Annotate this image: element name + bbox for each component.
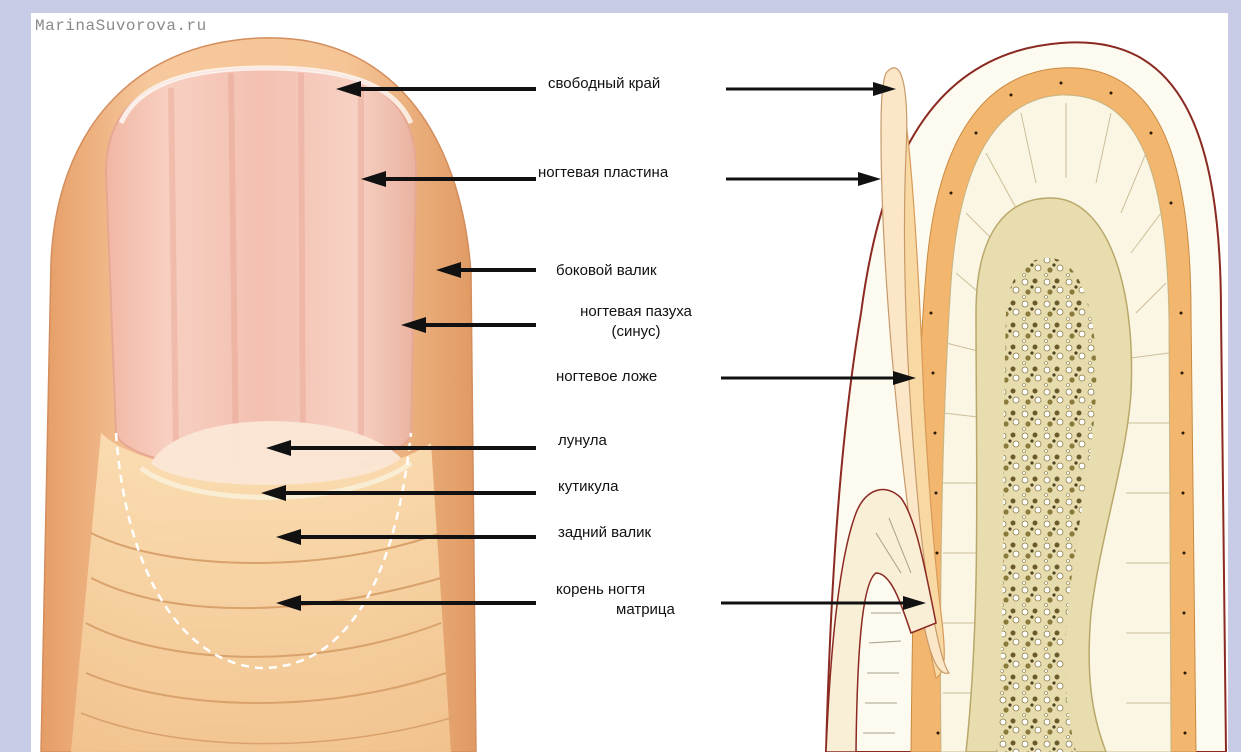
nail-plate — [106, 68, 416, 471]
label-nail-plate: ногтевая пластина — [538, 163, 668, 183]
label-free-edge: свободный край — [548, 74, 660, 94]
label-lateral-fold: боковой валик — [556, 261, 657, 281]
finger-illustration — [41, 38, 476, 752]
label-proximal-fold: задний валик — [558, 523, 651, 543]
label-nail-sinus-line1: ногтевая пазуха — [551, 302, 721, 322]
label-root-line1: корень ногтя — [556, 580, 675, 600]
label-root-line2: матрица — [556, 600, 675, 620]
label-nail-bed: ногтевое ложе — [556, 367, 657, 387]
label-nail-sinus: ногтевая пазуха (синус) — [551, 302, 721, 342]
label-nail-sinus-line2: (синус) — [551, 322, 721, 342]
nail-cross-section — [826, 42, 1226, 752]
label-root: корень ногтя матрица — [556, 580, 675, 620]
label-cuticle: кутикула — [558, 477, 618, 497]
diagram-panel: MarinaSuvorova.ru — [31, 13, 1228, 752]
arrow-nail-plate-right — [726, 172, 881, 186]
label-lunula: лунула — [558, 431, 607, 451]
arrow-free-edge-right — [726, 82, 896, 96]
